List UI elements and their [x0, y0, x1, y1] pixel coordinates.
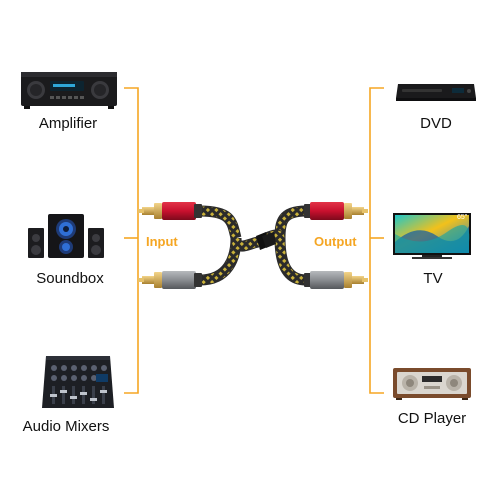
- output-label: Output: [314, 234, 357, 249]
- left-bracket: [124, 87, 139, 394]
- input-red-rca-plug: [138, 202, 202, 220]
- source-label-audio-mixers: Audio Mixers: [22, 418, 110, 435]
- source-label-amplifier: Amplifier: [38, 115, 98, 132]
- input-white-rca-plug: [138, 271, 202, 289]
- output-white-rca-plug: [304, 271, 368, 289]
- amplifier-icon: [21, 72, 117, 109]
- input-label: Input: [146, 234, 178, 249]
- cable-cut-right: [262, 232, 276, 248]
- television-icon: [393, 213, 471, 259]
- right-bracket: [369, 87, 384, 394]
- source-label-soundbox: Soundbox: [36, 270, 104, 287]
- output-red-rca-plug: [304, 202, 368, 220]
- cd-player-icon: [393, 368, 471, 400]
- speaker-system-icon: [28, 214, 104, 258]
- destination-label-tv: TV: [423, 270, 443, 287]
- destination-label-cd-player: CD Player: [397, 410, 467, 427]
- tv-size-badge: 65": [457, 214, 468, 221]
- destination-label-dvd: DVD: [420, 115, 452, 132]
- braided-cable: [199, 205, 307, 286]
- dvd-player-icon: [396, 84, 476, 101]
- audio-mixer-icon: [42, 356, 114, 408]
